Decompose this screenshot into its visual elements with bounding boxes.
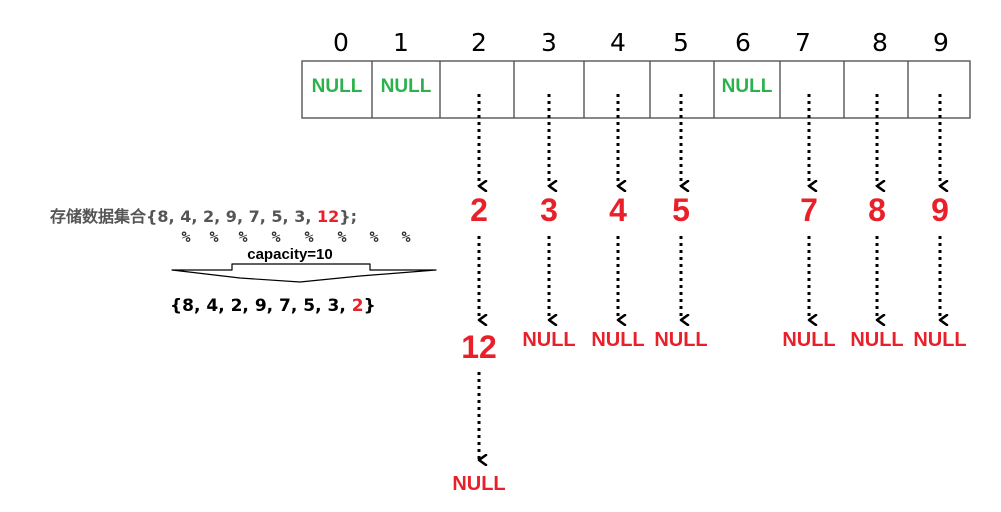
transform-arrow (171, 263, 437, 283)
chain-node-value: 3 (540, 192, 558, 228)
bucket-index: 4 (610, 28, 626, 57)
separator: , (214, 207, 226, 226)
bucket-index: 3 (541, 28, 557, 57)
result-value: 9 (255, 296, 267, 316)
chain-node-value: 12 (461, 329, 497, 365)
chain-node-value: 5 (672, 192, 690, 228)
chain-node-value: 2 (470, 192, 488, 228)
modulo-symbol: % (271, 228, 280, 246)
brace-close: } (339, 207, 350, 226)
capacity-label: capacity=10 (247, 246, 332, 263)
bucket-null-label: NULL (722, 76, 773, 97)
chain-node-value: 7 (800, 192, 818, 228)
bucket-index: 8 (872, 28, 888, 57)
input-set-value: 2 (203, 207, 214, 226)
result-value: 2 (352, 296, 364, 316)
modulo-symbol: % (209, 228, 218, 246)
input-set-value: 12 (317, 207, 339, 226)
brace-open: { (170, 296, 182, 316)
input-set-label: 存储数据集合 (50, 207, 147, 226)
separator: , (191, 207, 203, 226)
modulo-symbol: % (238, 228, 247, 246)
result-set-text: {8, 4, 2, 9, 7, 5, 3, 2} (170, 296, 376, 316)
separator: , (260, 207, 272, 226)
separator: , (237, 207, 249, 226)
input-set-panel: 存储数据集合{8, 4, 2, 9, 7, 5, 3, 12};%%%%%%%%… (50, 207, 437, 316)
modulo-symbol: % (337, 228, 346, 246)
bucket-index: 5 (673, 28, 689, 57)
chain-end-null: NULL (782, 329, 835, 351)
bucket-index: 9 (933, 28, 949, 57)
bucket-index: 6 (735, 28, 751, 57)
bucket-null-label: NULL (381, 76, 432, 97)
brace-close: } (364, 296, 376, 316)
separator: , (194, 296, 206, 316)
bucket-null-label: NULL (312, 76, 363, 97)
input-set-value: 8 (157, 207, 168, 226)
chain-node-value: 8 (868, 192, 886, 228)
result-value: 8 (182, 296, 194, 316)
chain-end-null: NULL (913, 329, 966, 351)
input-set-value: 7 (249, 207, 260, 226)
modulo-symbol: % (181, 228, 190, 246)
input-set-value: 9 (226, 207, 237, 226)
separator: , (267, 296, 279, 316)
bucket-index: 1 (393, 28, 409, 57)
separator: , (339, 296, 351, 316)
result-value: 5 (303, 296, 315, 316)
chain-end-null: NULL (654, 329, 707, 351)
result-value: 7 (279, 296, 291, 316)
table-border (301, 60, 971, 119)
input-set-value: 5 (271, 207, 282, 226)
separator: , (169, 207, 181, 226)
result-value: 3 (328, 296, 340, 316)
bucket-index: 2 (471, 28, 487, 57)
chain-node-value: 4 (609, 192, 627, 228)
separator: , (305, 207, 317, 226)
input-set-value: 3 (294, 207, 305, 226)
modulo-symbol: % (401, 228, 410, 246)
input-set-text: 存储数据集合{8, 4, 2, 9, 7, 5, 3, 12}; (50, 207, 357, 226)
modulo-symbol: % (304, 228, 313, 246)
separator: , (218, 296, 230, 316)
bucket-index: 7 (795, 28, 811, 57)
modulo-symbol: % (369, 228, 378, 246)
separator: , (242, 296, 254, 316)
result-value: 2 (231, 296, 243, 316)
separator: , (315, 296, 327, 316)
chain-node-value: 9 (931, 192, 949, 228)
brace-open: { (146, 207, 157, 226)
chain-end-null: NULL (850, 329, 903, 351)
result-value: 4 (206, 296, 218, 316)
separator: , (283, 207, 295, 226)
input-set-value: 4 (180, 207, 191, 226)
chain-end-null: NULL (591, 329, 644, 351)
separator: , (291, 296, 303, 316)
chain-end-null: NULL (452, 473, 505, 495)
bucket-index: 0 (333, 28, 349, 57)
chain-end-null: NULL (522, 329, 575, 351)
set-suffix: ; (351, 207, 357, 226)
